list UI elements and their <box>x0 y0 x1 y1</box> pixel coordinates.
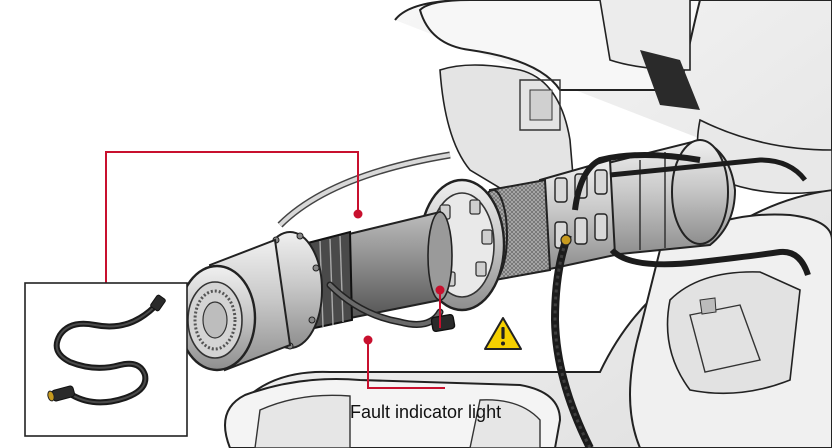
cable-inset-icon <box>47 294 166 406</box>
engine-housing <box>224 0 832 448</box>
callout-dot-top <box>353 209 363 219</box>
warning-triangle-icon <box>484 317 522 350</box>
cable-inset <box>24 282 188 437</box>
inset-frame <box>24 282 188 437</box>
callout-dot-fault <box>363 335 373 345</box>
callout-lines <box>105 151 445 389</box>
callout-line-fault <box>367 340 445 389</box>
callout-line-top <box>105 151 359 283</box>
fault-indicator-label: Fault indicator light <box>350 402 502 422</box>
connector-assembly <box>177 138 811 448</box>
callout-dots <box>353 209 445 345</box>
callout-dot-mid <box>435 285 445 295</box>
